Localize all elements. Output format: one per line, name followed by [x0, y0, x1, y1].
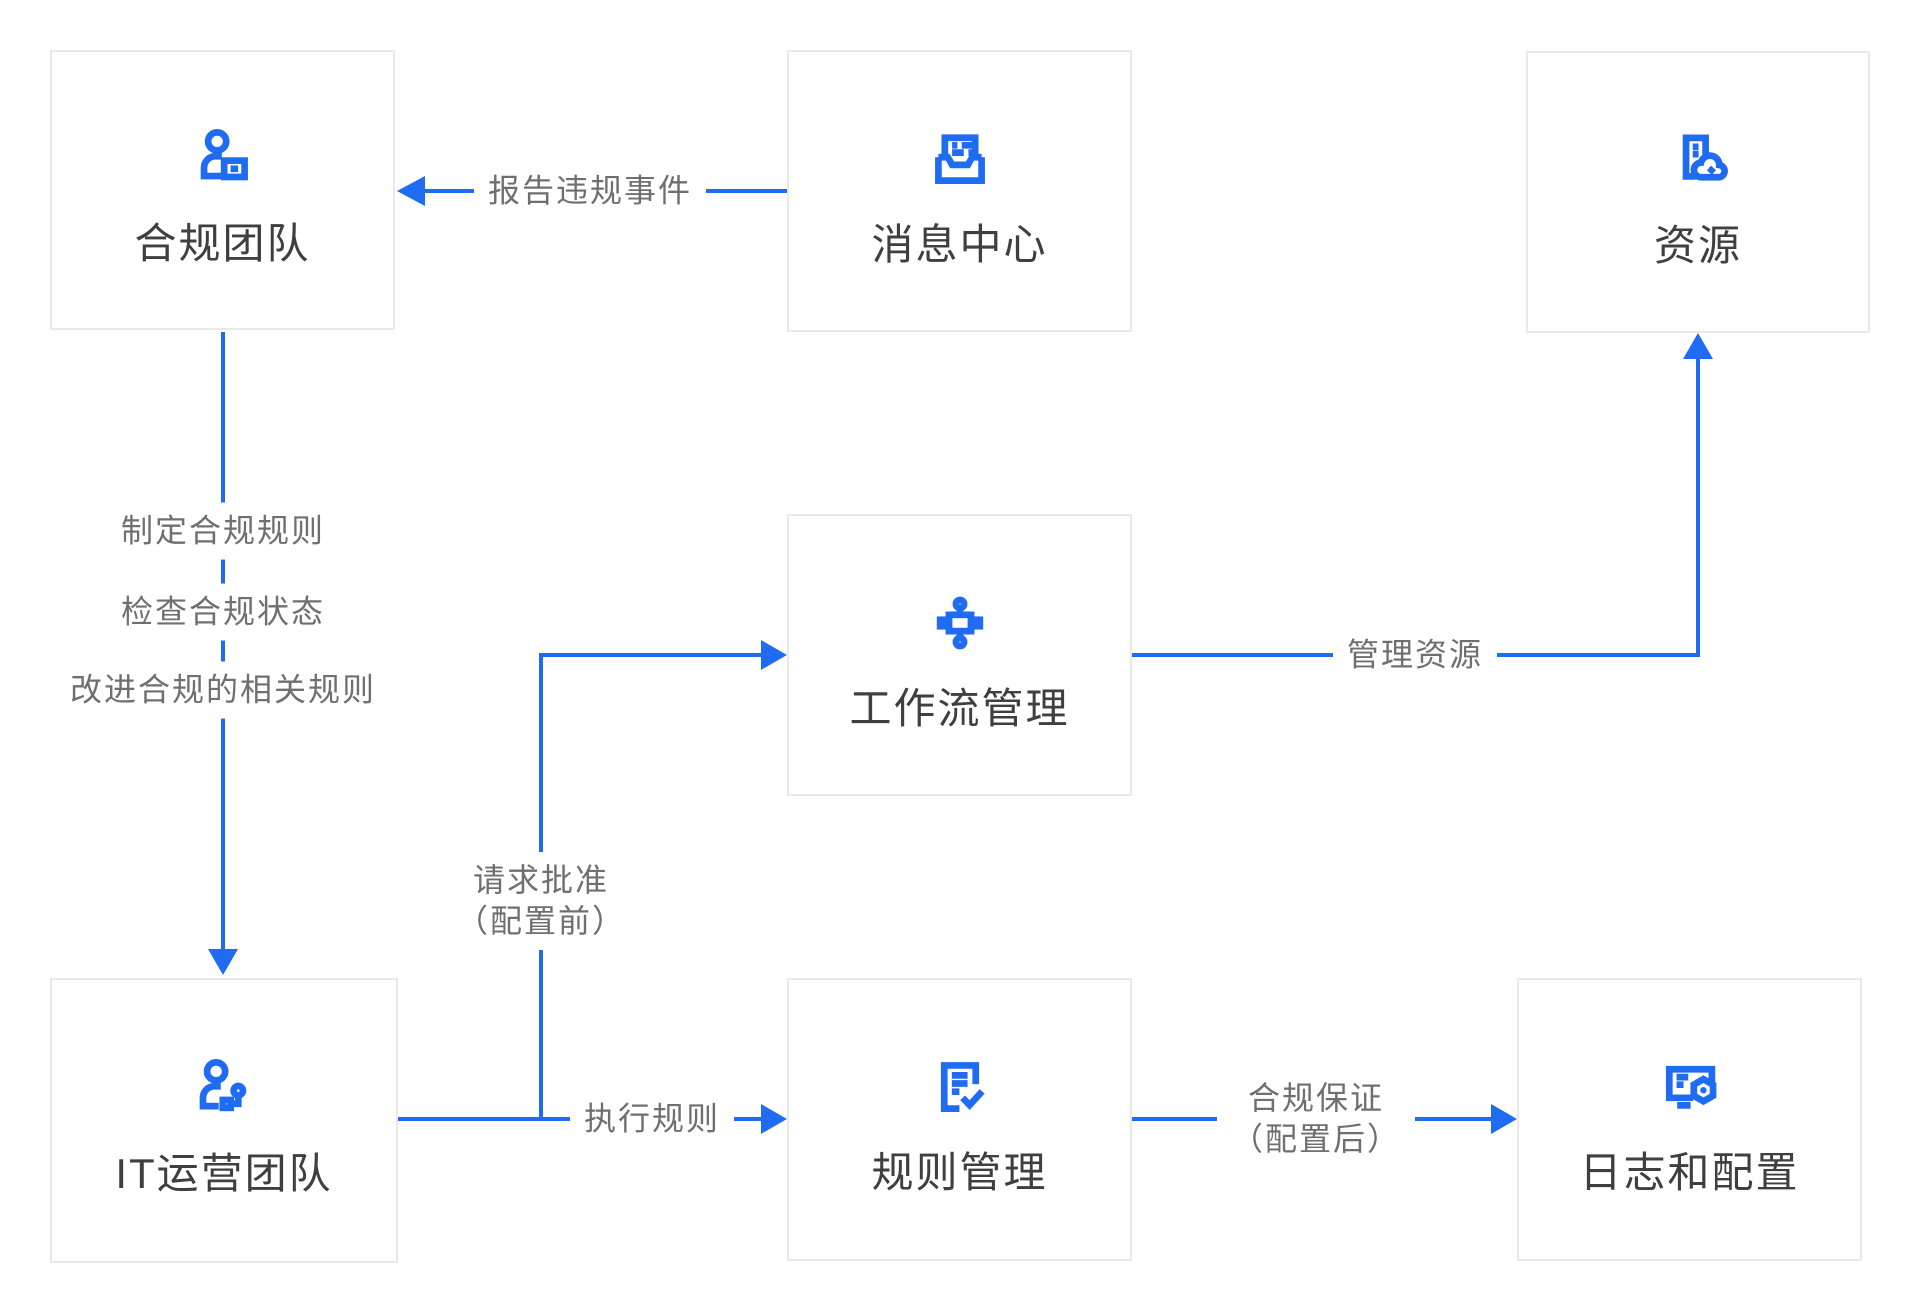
- document-check-icon: [940, 1062, 985, 1113]
- edge-label-compliance-assurance: 合规保证 （配置后）: [1216, 1070, 1416, 1168]
- node-compliance-team: 合规团队: [50, 50, 395, 330]
- edge-label-improve-compliance-rules: 改进合规的相关规则: [55, 661, 391, 719]
- edge-label-line2: （配置后）: [1230, 1121, 1402, 1157]
- workflow-node-icon: [936, 596, 983, 650]
- edge-label-line1: 请求批准: [472, 862, 610, 899]
- node-message-center: 消息中心: [787, 50, 1132, 332]
- node-title: 工作流管理: [849, 684, 1070, 732]
- node-logs-and-config: 日志和配置: [1517, 978, 1862, 1261]
- node-resources: 资源: [1526, 51, 1870, 333]
- node-title: 资源: [1653, 221, 1742, 269]
- edge-label-line1: 合规保证: [1247, 1080, 1385, 1117]
- edge-label-manage-resources: 管理资源: [1332, 626, 1498, 684]
- log-gear-icon: [1665, 1066, 1716, 1110]
- edge-label-make-compliance-rules: 制定合规规则: [106, 502, 340, 560]
- person-badge-icon: [200, 128, 248, 181]
- edge-label-execute-rules: 执行规则: [569, 1090, 735, 1148]
- edge-label-report-violation: 报告违规事件: [473, 162, 707, 220]
- edge-label-check-compliance-status: 检查合规状态: [106, 583, 340, 641]
- node-title: IT运营团队: [115, 1150, 333, 1198]
- node-title: 日志和配置: [1579, 1149, 1800, 1197]
- node-title: 规则管理: [871, 1149, 1048, 1197]
- node-title: 消息中心: [871, 220, 1048, 268]
- node-rule-management: 规则管理: [787, 978, 1132, 1261]
- node-it-ops-team: IT运营团队: [50, 978, 398, 1263]
- person-key-icon: [199, 1059, 247, 1112]
- building-cloud-icon: [1682, 134, 1728, 181]
- node-title: 合规团队: [134, 219, 311, 267]
- node-workflow: 工作流管理: [787, 514, 1132, 796]
- edge-label-request-approval: 请求批准 （配置前）: [441, 852, 641, 950]
- inbox-message-icon: [934, 134, 985, 184]
- edge-label-line2: （配置前）: [455, 903, 627, 939]
